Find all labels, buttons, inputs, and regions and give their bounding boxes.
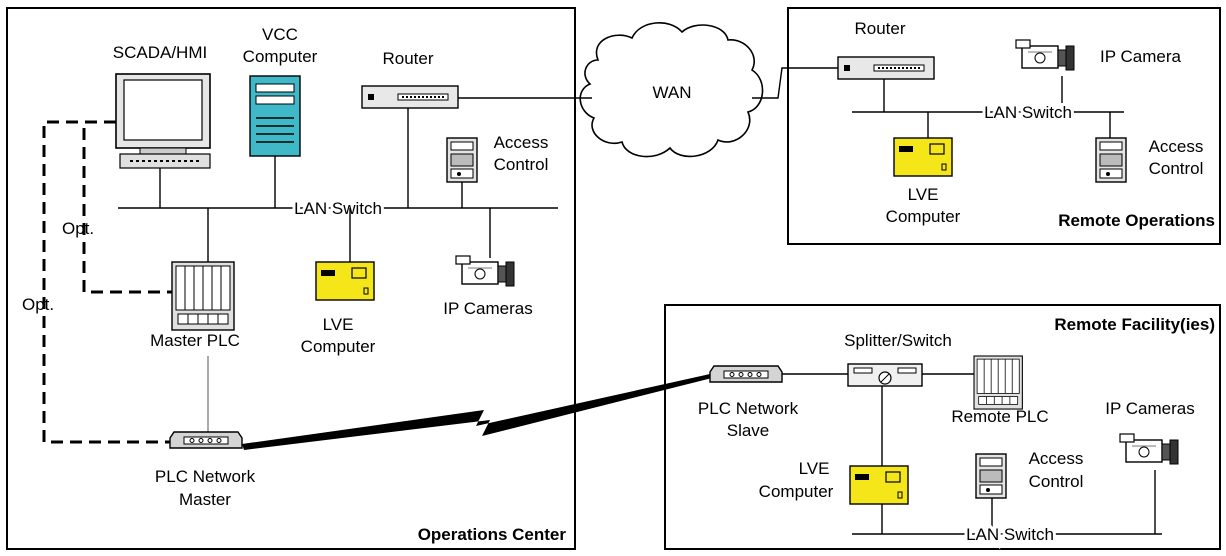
plc-master-line1: PLC Network bbox=[155, 467, 256, 486]
opt-label-1: Opt. bbox=[62, 219, 94, 238]
remote-lve-icon bbox=[893, 137, 953, 177]
facility-access-line2: Control bbox=[1029, 472, 1084, 491]
remote-access-line2: Control bbox=[1149, 159, 1204, 178]
facility-switch-label: LAN Switch bbox=[966, 525, 1054, 544]
ops-cameras-label: IP Cameras bbox=[443, 299, 532, 318]
monitor-icon bbox=[115, 73, 211, 169]
remote-switch-label: LAN Switch bbox=[984, 103, 1072, 122]
remote-plc-icon bbox=[973, 355, 1023, 410]
remote-operations-region bbox=[787, 7, 1221, 245]
master-plc-label: Master PLC bbox=[150, 331, 240, 350]
video-camera-icon bbox=[455, 255, 515, 287]
wan-link-remote bbox=[752, 67, 838, 99]
computer-tower-icon bbox=[249, 75, 301, 157]
remote-access-icon bbox=[1095, 137, 1127, 183]
access-control-icon bbox=[446, 137, 478, 183]
remote-facility-region bbox=[664, 304, 1221, 550]
wan-label: WAN bbox=[652, 83, 691, 102]
ops-access-line2: Control bbox=[494, 155, 549, 174]
remote-operations-title: Remote Operations bbox=[1058, 211, 1215, 230]
facility-access-line1: Access bbox=[1029, 449, 1084, 468]
facility-cameras-label: IP Cameras bbox=[1105, 399, 1194, 418]
ops-lve-line1: LVE bbox=[323, 315, 354, 334]
plc-network-module-icon bbox=[169, 431, 243, 449]
lve-computer-icon bbox=[315, 261, 375, 301]
remote-plc-label: Remote PLC bbox=[951, 407, 1048, 426]
facility-camera-icon bbox=[1119, 433, 1179, 465]
facility-access-icon bbox=[975, 453, 1007, 499]
scada-label: SCADA/HMI bbox=[113, 43, 207, 62]
opt-link-scada bbox=[82, 120, 172, 294]
remote-lve-line2: Computer bbox=[886, 207, 961, 226]
ops-router-label: Router bbox=[382, 49, 433, 68]
vcc-label-line1: VCC bbox=[262, 25, 298, 44]
ops-lve-line2: Computer bbox=[301, 337, 376, 356]
splitter-switch-icon bbox=[847, 363, 923, 387]
remote-router-label: Router bbox=[854, 19, 905, 38]
plc-master-line2: Master bbox=[179, 490, 231, 509]
plc-slave-line1: PLC Network bbox=[698, 399, 799, 418]
opt-label-2: Opt. bbox=[22, 295, 54, 314]
facility-lve-line2: Computer bbox=[759, 482, 834, 501]
wireless-link-icon bbox=[242, 374, 712, 450]
operations-center-region bbox=[6, 7, 576, 550]
ops-access-line1: Access bbox=[494, 133, 549, 152]
facility-lve-line1: LVE bbox=[799, 459, 830, 478]
plc-rack-icon bbox=[171, 261, 235, 331]
splitter-label: Splitter/Switch bbox=[844, 331, 952, 350]
remote-lve-line1: LVE bbox=[908, 185, 939, 204]
opt-link-network bbox=[42, 120, 170, 444]
router-icon bbox=[361, 85, 459, 109]
remote-facility-title: Remote Facility(ies) bbox=[1054, 315, 1215, 334]
plc-slave-line2: Slave bbox=[727, 421, 770, 440]
remote-access-line1: Access bbox=[1149, 137, 1204, 156]
remote-router-icon bbox=[837, 56, 935, 80]
remote-camera-label: IP Camera bbox=[1100, 47, 1181, 66]
vcc-label-line2: Computer bbox=[243, 47, 318, 66]
remote-camera-icon bbox=[1015, 39, 1075, 71]
plc-slave-icon bbox=[709, 365, 783, 383]
operations-center-title: Operations Center bbox=[418, 525, 567, 544]
cloud-icon bbox=[579, 22, 764, 158]
ops-switch-label: LAN Switch bbox=[294, 199, 382, 218]
facility-lve-icon bbox=[849, 465, 909, 505]
